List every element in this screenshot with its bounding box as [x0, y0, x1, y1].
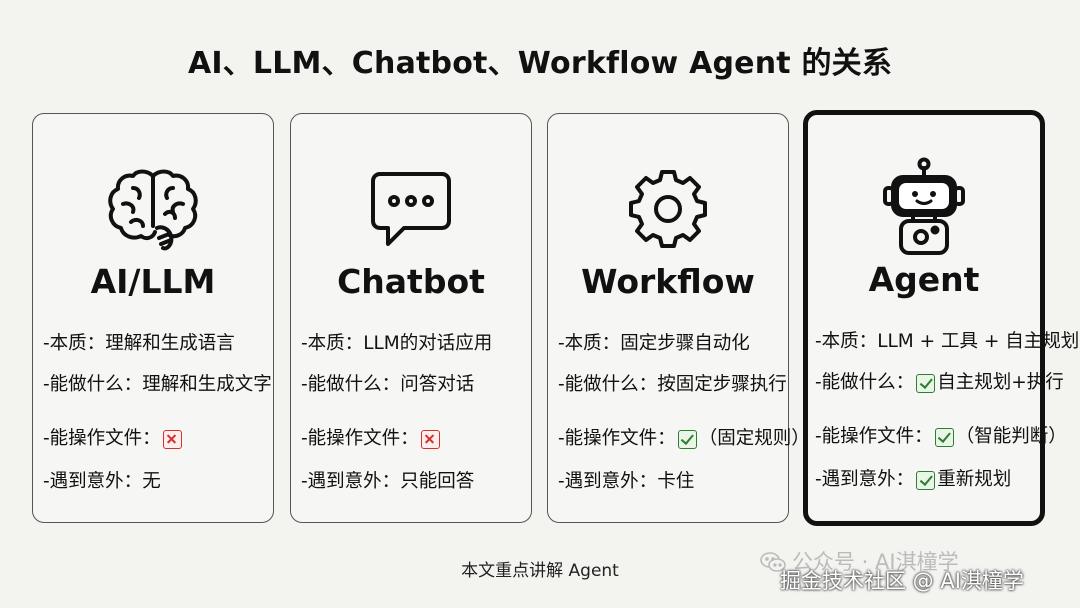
line-label: -能操作文件： — [558, 428, 676, 449]
line-label: -能操作文件： — [43, 428, 161, 449]
line-value: LLM + 工具 + 自主规划 — [877, 331, 1080, 352]
line-value: （固定规则） — [698, 428, 810, 449]
line-label: -遇到意外： — [43, 471, 143, 492]
line-value: 卡住 — [657, 471, 695, 492]
cross-mark-icon — [162, 429, 182, 449]
line-essence: -本质：理解和生成语言 — [43, 331, 235, 357]
card-workflow: Workflow -本质：固定步骤自动化 -能做什么：按固定步骤执行 -能操作文… — [547, 113, 810, 523]
card-title: Workflow — [581, 262, 755, 301]
line-essence: -本质：LLM的对话应用 — [301, 331, 492, 357]
check-mark-icon — [934, 427, 954, 447]
card-title: Chatbot — [337, 262, 485, 301]
line-label: -能做什么： — [43, 374, 143, 395]
line-unexpected: -遇到意外：无 — [43, 469, 161, 495]
line-label: -遇到意外： — [558, 471, 658, 492]
line-label: -遇到意外： — [815, 469, 915, 490]
watermark-text: 公众号 · AI淇橦学 — [792, 550, 959, 574]
line-capability: -能做什么：按固定步骤执行 — [558, 372, 787, 398]
line-value: 固定步骤自动化 — [620, 333, 750, 354]
line-essence: -本质：LLM + 工具 + 自主规划 — [815, 329, 1079, 355]
line-value: 理解和生成文字 — [142, 374, 272, 395]
line-label: -能做什么： — [301, 374, 401, 395]
line-label: -能操作文件： — [815, 426, 933, 447]
line-label: -能做什么： — [815, 372, 915, 393]
line-value: 重新规划 — [937, 469, 1012, 490]
line-file-ops: -能操作文件： （智能判断） — [815, 424, 1067, 450]
cross-mark-icon — [420, 429, 440, 449]
line-file-ops: -能操作文件： — [301, 426, 442, 452]
line-unexpected: -遇到意外：只能回答 — [301, 469, 474, 495]
check-mark-icon — [916, 373, 936, 393]
card-chatbot: Chatbot -本质：LLM的对话应用 -能做什么：问答对话 -能操作文件： … — [290, 113, 532, 523]
line-value: 无 — [142, 471, 161, 492]
line-value: LLM的对话应用 — [363, 333, 493, 354]
line-value: （智能判断） — [955, 426, 1067, 447]
line-label: -遇到意外： — [301, 471, 401, 492]
line-label: -本质： — [815, 331, 878, 352]
brain-icon — [33, 154, 273, 264]
check-mark-icon — [677, 429, 697, 449]
card-title: AI/LLM — [90, 262, 216, 301]
line-label: -本质： — [558, 333, 621, 354]
credit-text: 掘金技术社区 @ AI淇橦学 — [780, 569, 1024, 593]
line-file-ops: -能操作文件： （固定规则） — [558, 426, 810, 452]
card-ai-llm: AI/LLM -本质：理解和生成语言 -能做什么：理解和生成文字 -能操作文件：… — [32, 113, 274, 523]
card-agent: Agent -本质：LLM + 工具 + 自主规划 -能做什么：自主规划+执行 … — [803, 110, 1079, 526]
page-title: AI、LLM、Chatbot、Workflow Agent 的关系 — [187, 46, 893, 81]
robot-icon — [808, 152, 1040, 262]
line-file-ops: -能操作文件： — [43, 426, 184, 452]
line-unexpected: -遇到意外： 重新规划 — [815, 467, 1011, 493]
line-essence: -本质：固定步骤自动化 — [558, 331, 750, 357]
gear-icon — [548, 154, 788, 264]
line-label: -能操作文件： — [301, 428, 419, 449]
line-value: 理解和生成语言 — [105, 333, 235, 354]
card-title: Agent — [868, 260, 980, 299]
line-capability: -能做什么： 自主规划+执行 — [815, 370, 1064, 396]
wechat-icon — [760, 552, 786, 572]
watermark: 公众号 · AI淇橦学 — [760, 546, 959, 576]
footer-caption: 本文重点讲解 Agent — [461, 561, 619, 581]
line-unexpected: -遇到意外：卡住 — [558, 469, 694, 495]
chat-bubble-icon — [291, 154, 531, 264]
line-label: -本质： — [43, 333, 106, 354]
line-label: -本质： — [301, 333, 364, 354]
check-mark-icon — [916, 470, 936, 490]
line-value: 只能回答 — [400, 471, 475, 492]
line-capability: -能做什么：理解和生成文字 — [43, 372, 272, 398]
line-capability: -能做什么：问答对话 — [301, 372, 474, 398]
line-label: -能做什么： — [558, 374, 658, 395]
line-value: 按固定步骤执行 — [657, 374, 787, 395]
line-value: 问答对话 — [400, 374, 475, 395]
line-value: 自主规划+执行 — [937, 372, 1064, 393]
